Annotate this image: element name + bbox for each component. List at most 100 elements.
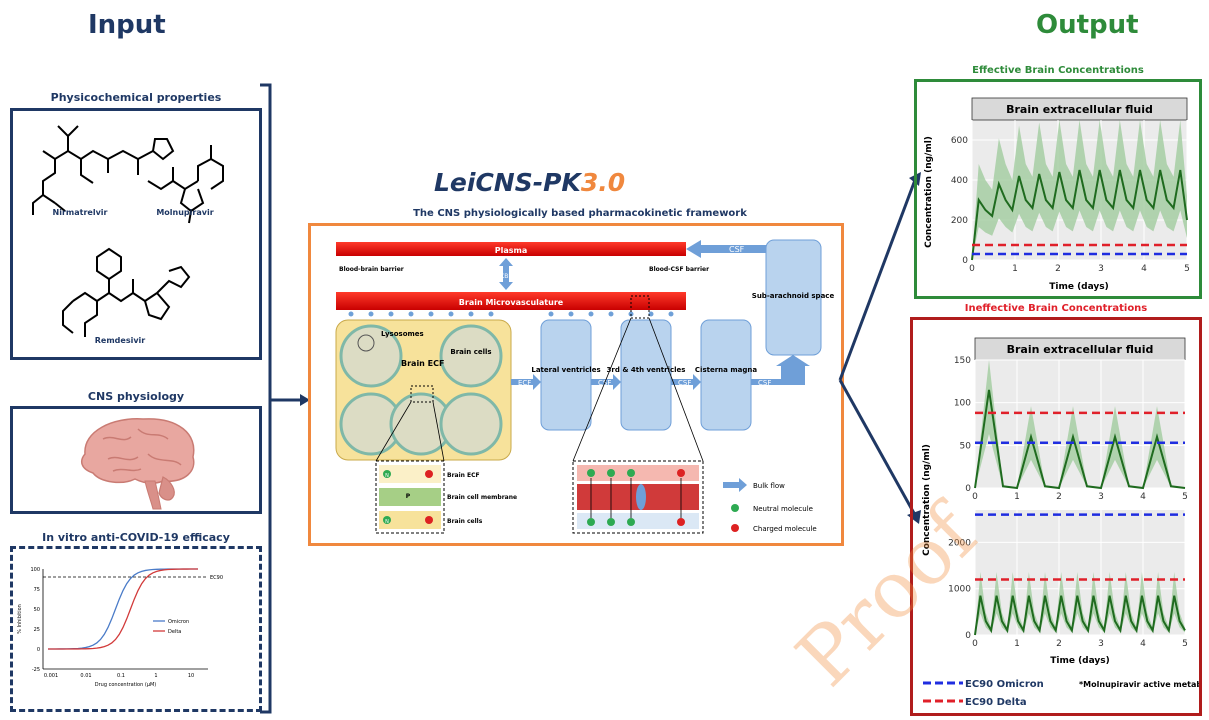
y-tick-label: 0 bbox=[37, 647, 40, 653]
x-axis-label: Drug concentration (µM) bbox=[95, 682, 157, 688]
microvasculature-label: Brain Microvasculature bbox=[459, 298, 564, 307]
x-tick-label: 3 bbox=[1098, 492, 1104, 502]
x-tick-label: 2 bbox=[1056, 492, 1062, 502]
drug-label-molnupiravir: Molnupiravir bbox=[156, 208, 214, 217]
model-diagram: Plasma CSF CBF Blood-brain barrier Blood… bbox=[335, 239, 835, 534]
flow-csf-label-2: CSF bbox=[678, 379, 691, 387]
effective-title: Effective Brain Concentrations bbox=[972, 65, 1144, 76]
detail-label-cells: Brain cells bbox=[447, 518, 483, 525]
legend-neutral: Neutral molecule bbox=[753, 505, 813, 513]
cns-box bbox=[10, 406, 262, 514]
x-tick-label: 2 bbox=[1056, 639, 1062, 649]
model-subtitle: The CNS physiologically based pharmacoki… bbox=[413, 208, 747, 219]
detail-label-membrane: Brain cell membrane bbox=[447, 494, 517, 501]
model-title: LeiCNS-PK3.0 bbox=[434, 168, 625, 197]
panel-title: Brain extracellular fluid bbox=[1006, 103, 1153, 116]
y-tick-label: 25 bbox=[34, 627, 40, 633]
y-tick-label: 100 bbox=[954, 399, 971, 409]
endothelial-cells bbox=[348, 311, 674, 317]
brain-cell-circles bbox=[339, 324, 503, 456]
remdesivir-structure bbox=[62, 247, 191, 337]
x-tick-label: 5 bbox=[1182, 639, 1188, 649]
prediction-interval-band bbox=[972, 120, 1187, 260]
brain-ecf-label: Brain ECF bbox=[401, 359, 444, 368]
x-tick-label: 3 bbox=[1098, 264, 1104, 274]
input-bracket bbox=[260, 83, 310, 714]
molnupiravir-structure bbox=[147, 145, 224, 224]
concentration-curve bbox=[974, 595, 1186, 636]
input-heading: Input bbox=[88, 10, 166, 40]
x-tick-label: 4 bbox=[1140, 492, 1146, 502]
drug-label-nirmatrelvir: Nirmatrelvir bbox=[52, 208, 108, 217]
subarachnoid-label: Sub-arachnoid space bbox=[752, 292, 835, 300]
legend-delta-label: EC90 Delta bbox=[965, 697, 1027, 708]
panel-title: Brain extracellular fluid bbox=[1007, 343, 1154, 356]
y-tick-label: 2000 bbox=[948, 538, 971, 548]
p-label-1: P bbox=[406, 493, 411, 500]
input-arrow-head bbox=[300, 394, 310, 406]
legend-bulk-flow: Bulk flow bbox=[753, 482, 785, 490]
y-axis-label: Concentration (ng/ml) bbox=[922, 444, 932, 556]
prediction-interval-band bbox=[975, 360, 1185, 488]
x-tick-label: 4 bbox=[1141, 264, 1147, 274]
bbb-label: Blood-brain barrier bbox=[339, 266, 404, 273]
x-tick-label: 0 bbox=[969, 264, 975, 274]
flow-csf-label-3: CSF bbox=[758, 379, 771, 387]
physchem-title: Physicochemical properties bbox=[50, 91, 222, 104]
brain-illustration bbox=[80, 418, 195, 510]
molecule-structures bbox=[32, 125, 224, 337]
x-tick-label: 0.001 bbox=[44, 673, 58, 679]
legend-bulk-flow-icon bbox=[723, 478, 747, 492]
output-heading: Output bbox=[1036, 10, 1139, 40]
y-tick-label: 150 bbox=[954, 356, 971, 366]
membrane-zoom-box bbox=[410, 385, 434, 403]
y-axis-label: % Inhibition bbox=[17, 604, 23, 634]
microvasculature-bar bbox=[336, 292, 686, 310]
y-tick-label: 0 bbox=[965, 631, 971, 641]
y-tick-label: 0 bbox=[962, 256, 968, 266]
invitro-title: In vitro anti-COVID-19 efficacy bbox=[42, 531, 230, 544]
detail-label-ecf: Brain ECF bbox=[447, 472, 480, 479]
y-tick-label: -25 bbox=[32, 667, 40, 673]
x-tick-label: 5 bbox=[1182, 492, 1188, 502]
drug-label-remdesivir: Remdesivir bbox=[94, 336, 146, 345]
ineffective-title: Ineffective Brain Concentrations bbox=[964, 303, 1148, 314]
cisterna-magna-box bbox=[700, 319, 752, 431]
y-axis-label: Concentration (ng/ml) bbox=[924, 136, 934, 248]
cbf-label: CBF bbox=[500, 273, 512, 280]
legend-omicron-label: Omicron bbox=[168, 619, 189, 625]
y-tick-label: 100 bbox=[30, 567, 40, 573]
physchem-box bbox=[10, 108, 262, 360]
nirmatrelvir-structure bbox=[32, 125, 175, 215]
x-tick-label: 3 bbox=[1098, 639, 1104, 649]
lysosome-circle bbox=[357, 334, 375, 352]
third-fourth-label: 3rd & 4th ventricles bbox=[607, 366, 686, 374]
x-tick-label: 1 bbox=[1014, 639, 1020, 649]
cbf-arrow bbox=[499, 258, 513, 290]
legend-charged-icon bbox=[731, 524, 739, 532]
cns-title: CNS physiology bbox=[87, 390, 185, 403]
transport-arrows bbox=[590, 478, 682, 518]
x-axis-label: Time (days) bbox=[1049, 282, 1109, 292]
omicron-curve bbox=[47, 568, 199, 650]
x-tick-label: 1 bbox=[1012, 264, 1018, 274]
csf-top-label: CSF bbox=[729, 245, 745, 254]
cisterna-label: Cisterna magna bbox=[695, 366, 757, 374]
output-arrows bbox=[838, 172, 921, 524]
x-axis-label: Time (days) bbox=[1050, 656, 1110, 666]
x-tick-label: 2 bbox=[1055, 264, 1061, 274]
legend-neutral-icon bbox=[731, 504, 739, 512]
model-title-version: 3.0 bbox=[580, 168, 626, 197]
subarachnoid-box bbox=[765, 239, 822, 356]
y-tick-label: 0 bbox=[965, 484, 971, 494]
delta-curve bbox=[47, 568, 199, 650]
lateral-label: Lateral ventricles bbox=[531, 366, 600, 374]
lateral-ventricles-box bbox=[540, 319, 592, 431]
plasma-bar bbox=[336, 242, 686, 256]
y-tick-label: 75 bbox=[34, 587, 40, 593]
